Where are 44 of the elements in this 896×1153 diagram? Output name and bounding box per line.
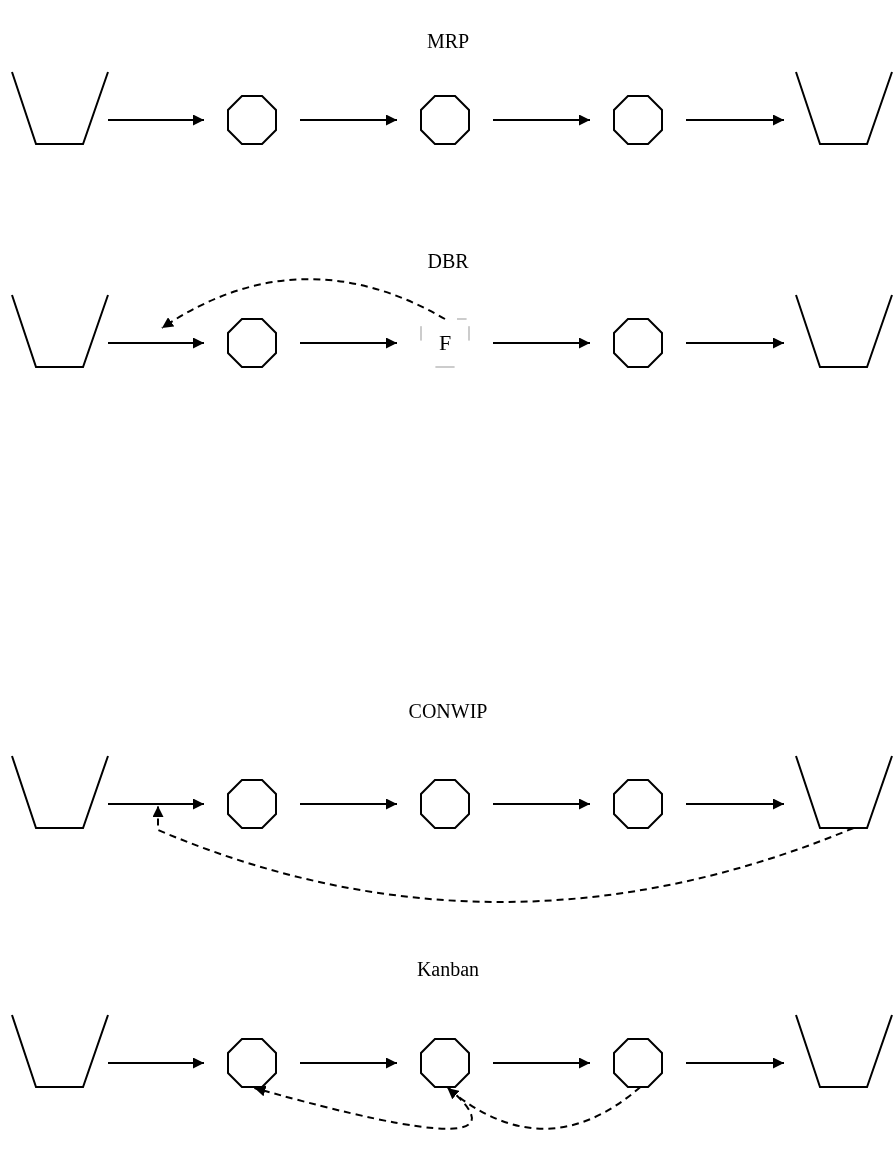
arrow <box>299 798 398 810</box>
workstation-octagon <box>421 96 469 144</box>
arrow <box>492 1057 591 1069</box>
dashed-arrow <box>152 805 855 903</box>
workstation-octagon <box>228 1039 276 1087</box>
dashed-arrow <box>161 278 446 329</box>
arrow <box>492 337 591 349</box>
arrow <box>107 1057 205 1069</box>
dashed-arrow <box>253 1085 473 1130</box>
arrow <box>492 798 591 810</box>
buffer-symbol <box>12 295 108 367</box>
buffer-symbol <box>12 756 108 828</box>
buffer-symbol <box>796 756 892 828</box>
arrow <box>107 114 205 126</box>
buffer-symbol <box>12 72 108 144</box>
buffer-symbol <box>12 1015 108 1087</box>
arrow <box>685 798 785 810</box>
workstation-octagon <box>228 319 276 367</box>
buffer-symbol <box>796 295 892 367</box>
arrow <box>685 1057 785 1069</box>
workstation-octagon <box>421 780 469 828</box>
workstation-octagon <box>614 319 662 367</box>
arrow <box>685 337 785 349</box>
arrow <box>299 114 398 126</box>
section-heading: CONWIP <box>408 700 488 723</box>
dashed-arrow <box>446 1086 642 1130</box>
section-heading: MRP <box>426 30 470 53</box>
section-heading: DBR <box>427 250 469 273</box>
workstation-octagon <box>614 96 662 144</box>
workstation-octagon <box>614 780 662 828</box>
arrow <box>685 114 785 126</box>
workstation-octagon <box>228 96 276 144</box>
buffer-symbol <box>796 72 892 144</box>
section-heading: Kanban <box>416 958 480 981</box>
workstation-octagon <box>228 780 276 828</box>
bottleneck-label: F <box>421 319 469 367</box>
buffer-symbol <box>796 1015 892 1087</box>
arrow <box>299 337 398 349</box>
arrow <box>107 798 205 810</box>
arrow <box>107 337 205 349</box>
workstation-octagon <box>421 1039 469 1087</box>
arrow <box>492 114 591 126</box>
workstation-octagon <box>614 1039 662 1087</box>
arrow <box>299 1057 398 1069</box>
